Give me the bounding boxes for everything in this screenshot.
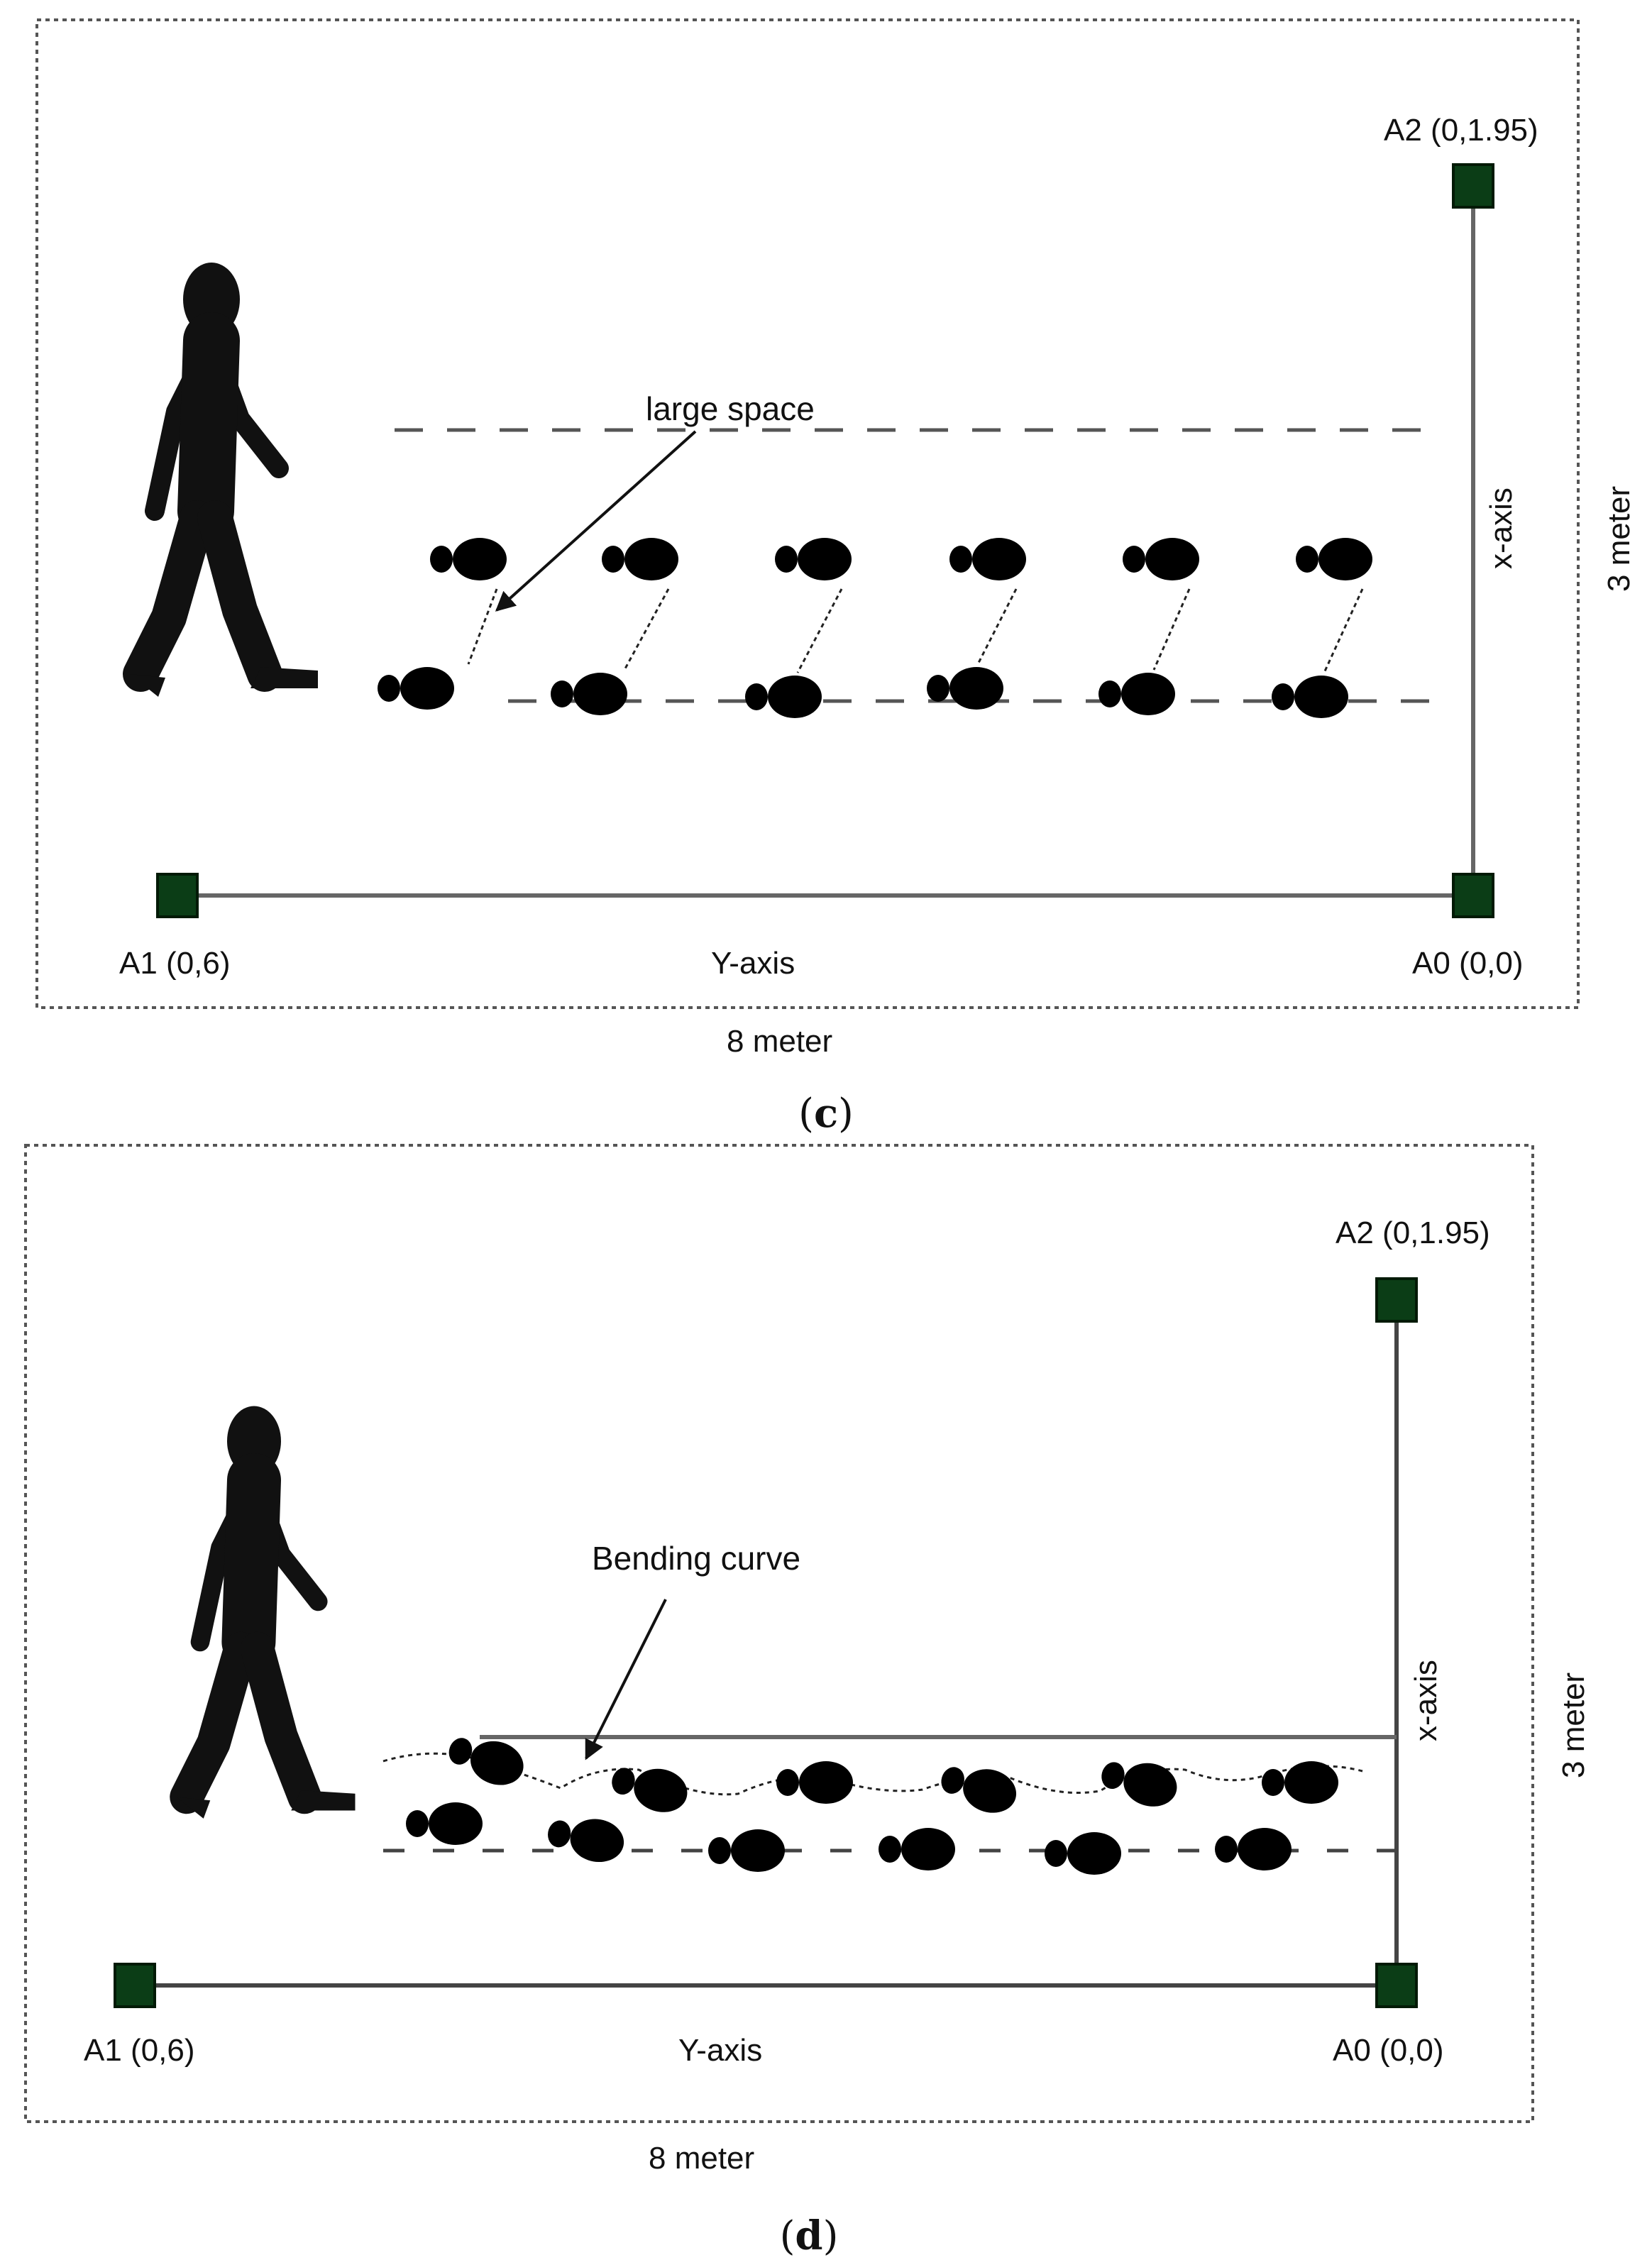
- footprint-icon: [406, 1802, 483, 1845]
- panel-caption-c: (c): [798, 1090, 854, 1137]
- footprint-icon: [551, 673, 627, 715]
- footprint-icon: [776, 1761, 853, 1804]
- room-boundary: [24, 1144, 1534, 2123]
- step-connector: [976, 588, 1018, 665]
- footprint-icon: [949, 538, 1026, 580]
- anchor-a2-label: A2 (0,1.95): [1384, 113, 1538, 148]
- y-axis-label: Y-axis: [711, 946, 795, 981]
- footprint-icon: [745, 676, 822, 718]
- width-label: 8 meter: [727, 1024, 832, 1059]
- anchor-a0-label: A0 (0,0): [1333, 2033, 1444, 2068]
- anchor-a0: [1375, 1963, 1418, 2008]
- walking-person-icon: [130, 263, 318, 697]
- panel-d: Bending curve A2 (0,1.95) A1 (0,6) A0 (0…: [24, 1144, 1591, 2259]
- x-axis-label: x-axis: [1484, 487, 1519, 569]
- height-label: 3 meter: [1602, 486, 1636, 592]
- annotation-label: Bending curve: [592, 1540, 800, 1577]
- walking-person-icon: [177, 1406, 356, 1819]
- anchor-a0: [1452, 873, 1494, 918]
- x-axis-label: x-axis: [1409, 1660, 1443, 1741]
- footprint-icon: [430, 538, 507, 580]
- height-label: 3 meter: [1556, 1672, 1591, 1778]
- annotation-arrow: [495, 430, 697, 612]
- panel-caption-d: (d): [780, 2212, 839, 2259]
- footprint-icon: [378, 667, 454, 710]
- annotation-arrow: [585, 1599, 667, 1760]
- footprint-icon: [1272, 676, 1348, 718]
- footprint-icon: [927, 667, 1003, 710]
- footprint-icon: [1123, 538, 1199, 580]
- footprint-icon: [1096, 1752, 1182, 1812]
- y-axis-label: Y-axis: [678, 2033, 762, 2068]
- footprint-icon: [602, 538, 678, 580]
- footprint-icon: [1296, 538, 1372, 580]
- room-boundary: [35, 18, 1580, 1009]
- step-connector: [796, 588, 843, 673]
- footprint-icon: [1045, 1832, 1121, 1875]
- footprint-icon: [1262, 1761, 1338, 1804]
- anchor-a1: [114, 1963, 156, 2008]
- footprint-icon: [544, 1811, 627, 1866]
- footprint-icon: [607, 1758, 692, 1818]
- anchor-a1-label: A1 (0,6): [84, 2033, 195, 2068]
- annotation-label: large space: [646, 390, 815, 427]
- step-connector: [623, 588, 670, 671]
- step-connector: [1152, 588, 1191, 671]
- footprint-icon: [1098, 673, 1175, 715]
- anchor-a2: [1452, 163, 1494, 209]
- footprint-icon: [775, 538, 852, 580]
- footprint-icon: [936, 1756, 1022, 1819]
- step-connector: [1323, 588, 1364, 673]
- footprint-icon: [1215, 1828, 1292, 1870]
- anchor-a1-label: A1 (0,6): [119, 946, 231, 981]
- width-label: 8 meter: [649, 2141, 754, 2176]
- step-connector: [467, 588, 498, 665]
- anchor-a1: [156, 873, 199, 918]
- footprint-icon: [879, 1828, 955, 1870]
- anchor-a2: [1375, 1277, 1418, 1323]
- anchor-a0-label: A0 (0,0): [1412, 946, 1524, 981]
- footprint-icon: [708, 1829, 785, 1872]
- anchor-a2-label: A2 (0,1.95): [1336, 1216, 1490, 1250]
- panel-c: large space A2 (0,1.95) A1 (0,6) A0 (0,0…: [35, 18, 1636, 1137]
- bending-curve: [382, 1752, 1363, 1796]
